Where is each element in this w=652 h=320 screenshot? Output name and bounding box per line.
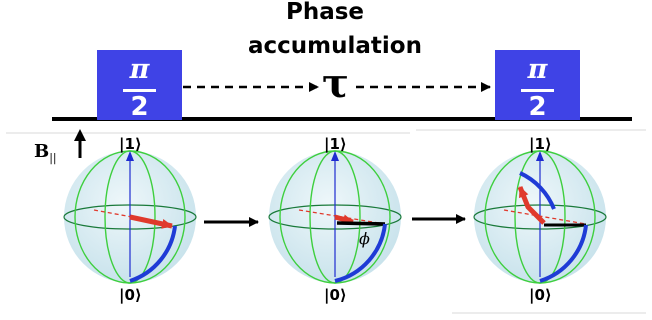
field-subscript: || [49,151,57,165]
trajectory-arc [129,225,177,283]
ket-one-label: |1⟩ [529,135,552,153]
field-label: B|| [34,141,57,165]
trajectory-arc-upper [519,171,556,210]
pulse-2: π 2 [495,50,580,122]
state-vector [517,186,546,225]
trajectory-arc [334,223,387,283]
fraction-bar [123,89,156,92]
pulse-denominator: 2 [528,92,547,122]
bloch-sphere-3 [473,150,607,284]
field-symbol: B [34,141,50,162]
phase-angle-label: ϕ [359,229,370,248]
z-axis-head [331,151,339,161]
title-line-2: accumulation [248,33,422,59]
tau-label: τ [322,60,349,107]
trajectory-arc-lower [539,224,588,283]
ket-one-label: |1⟩ [119,135,142,153]
state-vector [129,214,173,229]
field-arrow-head [74,129,86,141]
z-axis-head [126,151,134,161]
bloch-sphere-2 [268,150,402,284]
ket-zero-label: |0⟩ [324,286,347,304]
pulse-numerator: π [129,54,150,85]
ket-zero-label: |0⟩ [529,286,552,304]
bloch-sphere-1 [63,150,197,284]
title-line-1: Phase [285,0,365,25]
pulse-denominator: 2 [130,92,149,122]
z-axis-head [536,151,544,161]
ket-one-label: |1⟩ [324,135,347,153]
ket-zero-label: |0⟩ [119,286,142,304]
state-vector [334,214,354,225]
fraction-bar [521,89,554,92]
pulse-1: π 2 [97,50,182,122]
phase-line [336,221,386,226]
pulse-numerator: π [527,54,548,85]
